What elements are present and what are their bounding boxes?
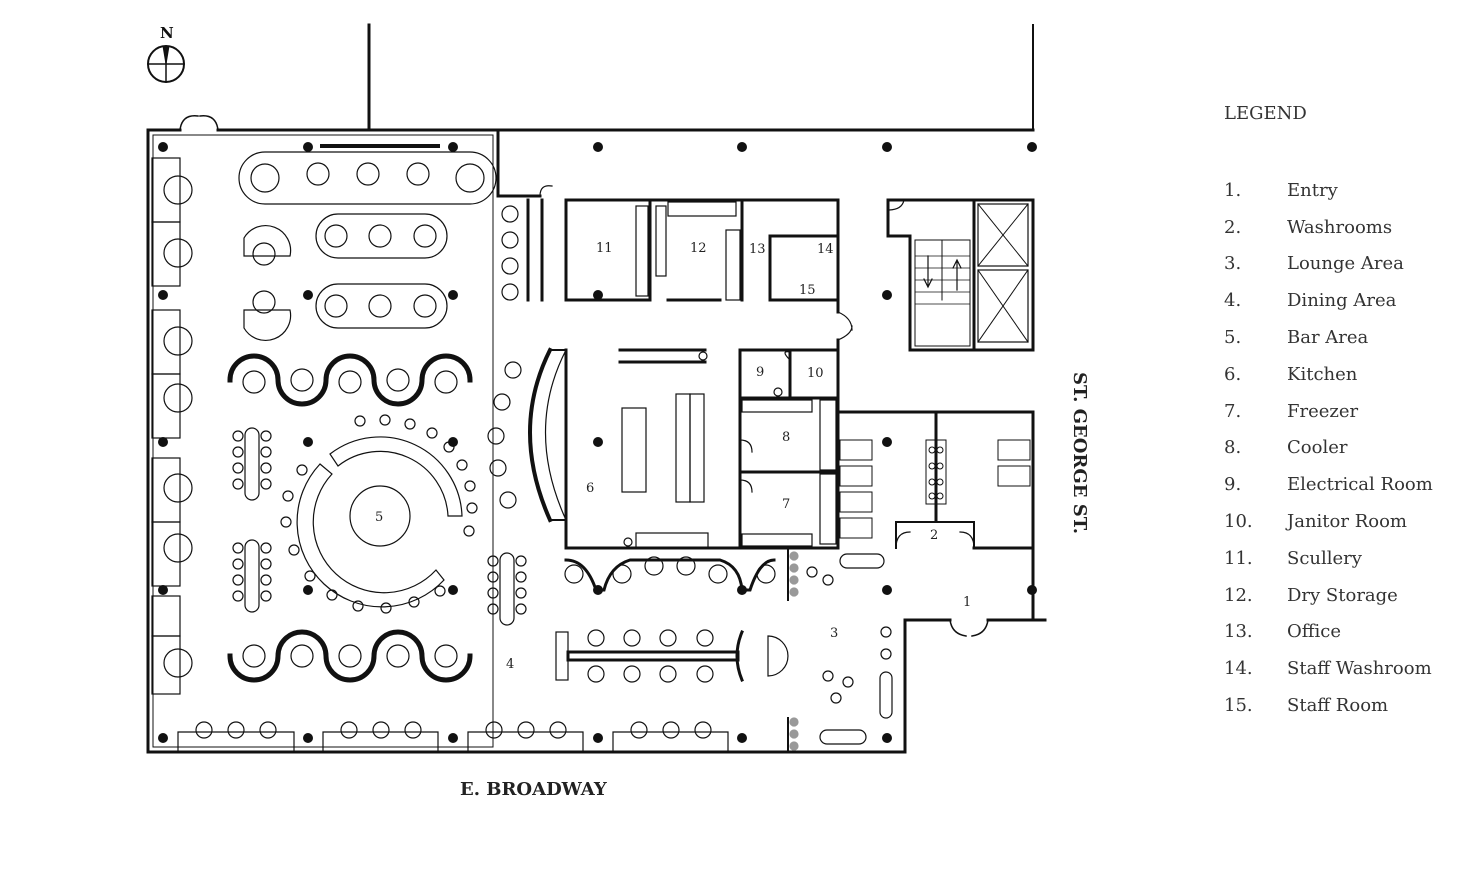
- legend-number: 10.: [1224, 511, 1253, 533]
- legend-label: Dining Area: [1287, 290, 1397, 312]
- room-label-5: 5: [375, 510, 383, 525]
- legend-label: Washrooms: [1287, 216, 1393, 238]
- legend-label: Freezer: [1287, 400, 1359, 422]
- legend-number: 14.: [1224, 658, 1253, 680]
- legend-item: 6. Kitchen: [1224, 356, 1454, 393]
- room-label-12: 12: [690, 241, 707, 256]
- washrooms: [836, 410, 1035, 550]
- stair-elevator-core: [886, 198, 1035, 352]
- legend-label: Entry: [1287, 179, 1338, 201]
- legend-label: Electrical Room: [1287, 474, 1433, 496]
- legend-item: 4. Dining Area: [1224, 282, 1454, 319]
- room-label-3: 3: [830, 626, 838, 641]
- legend-label: Janitor Room: [1287, 511, 1407, 533]
- legend-label: Scullery: [1287, 547, 1362, 569]
- legend-number: 12.: [1224, 584, 1253, 606]
- legend-number: 7.: [1224, 400, 1242, 422]
- legend-item: 13. Office: [1224, 614, 1454, 651]
- legend-number: 4.: [1224, 290, 1242, 312]
- room-label-1: 1: [963, 595, 971, 610]
- legend-label: Kitchen: [1287, 363, 1358, 385]
- legend-number: 5.: [1224, 327, 1242, 349]
- street-label-south: E. BROADWAY: [460, 779, 608, 800]
- room-label-9: 9: [756, 365, 764, 380]
- north-label: N: [160, 24, 174, 42]
- legend-number: 6.: [1224, 363, 1242, 385]
- south-bar-counter: [555, 629, 789, 683]
- legend-number: 3.: [1224, 253, 1242, 275]
- legend-title: LEGEND: [1224, 103, 1307, 124]
- legend-label: Staff Room: [1287, 695, 1389, 717]
- north-arrow-icon: [147, 45, 185, 83]
- legend-label: Office: [1287, 621, 1342, 643]
- wave-banquette-north: [227, 353, 473, 407]
- legend-item: 11. Scullery: [1224, 540, 1454, 577]
- circular-bar: [280, 414, 478, 614]
- legend-item: 15. Staff Room: [1224, 687, 1454, 724]
- legend-label: Cooler: [1287, 437, 1348, 459]
- west-booths: [151, 157, 193, 695]
- legend-item: 3. Lounge Area: [1224, 246, 1454, 283]
- legend-label: Dry Storage: [1287, 584, 1398, 606]
- legend-label: Staff Washroom: [1287, 658, 1432, 680]
- room-label-13: 13: [749, 242, 766, 257]
- legend-item: 14. Staff Washroom: [1224, 650, 1454, 687]
- structural-columns: [158, 142, 1037, 743]
- top-banquette: [238, 144, 497, 205]
- legend-number: 9.: [1224, 474, 1242, 496]
- room-label-14: 14: [817, 242, 834, 257]
- legend-number: 2.: [1224, 216, 1242, 238]
- lounge-furniture: [787, 549, 893, 753]
- room-label-6: 6: [586, 481, 594, 496]
- legend-item: 9. Electrical Room: [1224, 466, 1454, 503]
- room-label-8: 8: [782, 430, 790, 445]
- legend-number: 13.: [1224, 621, 1253, 643]
- legend-item: 5. Bar Area: [1224, 319, 1454, 356]
- room-label-10: 10: [807, 366, 824, 381]
- legend-item: 8. Cooler: [1224, 430, 1454, 467]
- room-label-11: 11: [596, 241, 613, 256]
- street-label-east: ST. GEORGE ST.: [1069, 372, 1090, 534]
- room-label-7: 7: [782, 497, 790, 512]
- legend-number: 1.: [1224, 179, 1242, 201]
- legend-item: 1. Entry: [1224, 172, 1454, 209]
- legend-item: 7. Freezer: [1224, 393, 1454, 430]
- legend-number: 11.: [1224, 547, 1253, 569]
- legend-label: Lounge Area: [1287, 253, 1404, 275]
- room-label-2: 2: [930, 528, 938, 543]
- legend-number: 8.: [1224, 437, 1242, 459]
- legend-item: 2. Washrooms: [1224, 209, 1454, 246]
- kitchen-walls: [526, 198, 840, 550]
- legend-item: 12. Dry Storage: [1224, 577, 1454, 614]
- exterior-walls: [146, 128, 1047, 754]
- legend-item: 10. Janitor Room: [1224, 503, 1454, 540]
- wave-banquette-south: [227, 629, 473, 683]
- legend-number: 15.: [1224, 695, 1253, 717]
- room-label-15: 15: [799, 283, 816, 298]
- legend-label: Bar Area: [1287, 327, 1369, 349]
- room-label-4: 4: [506, 657, 514, 672]
- legend: LEGEND 1. Entry 2. Washrooms 3. Lounge Area…: [1224, 100, 1454, 724]
